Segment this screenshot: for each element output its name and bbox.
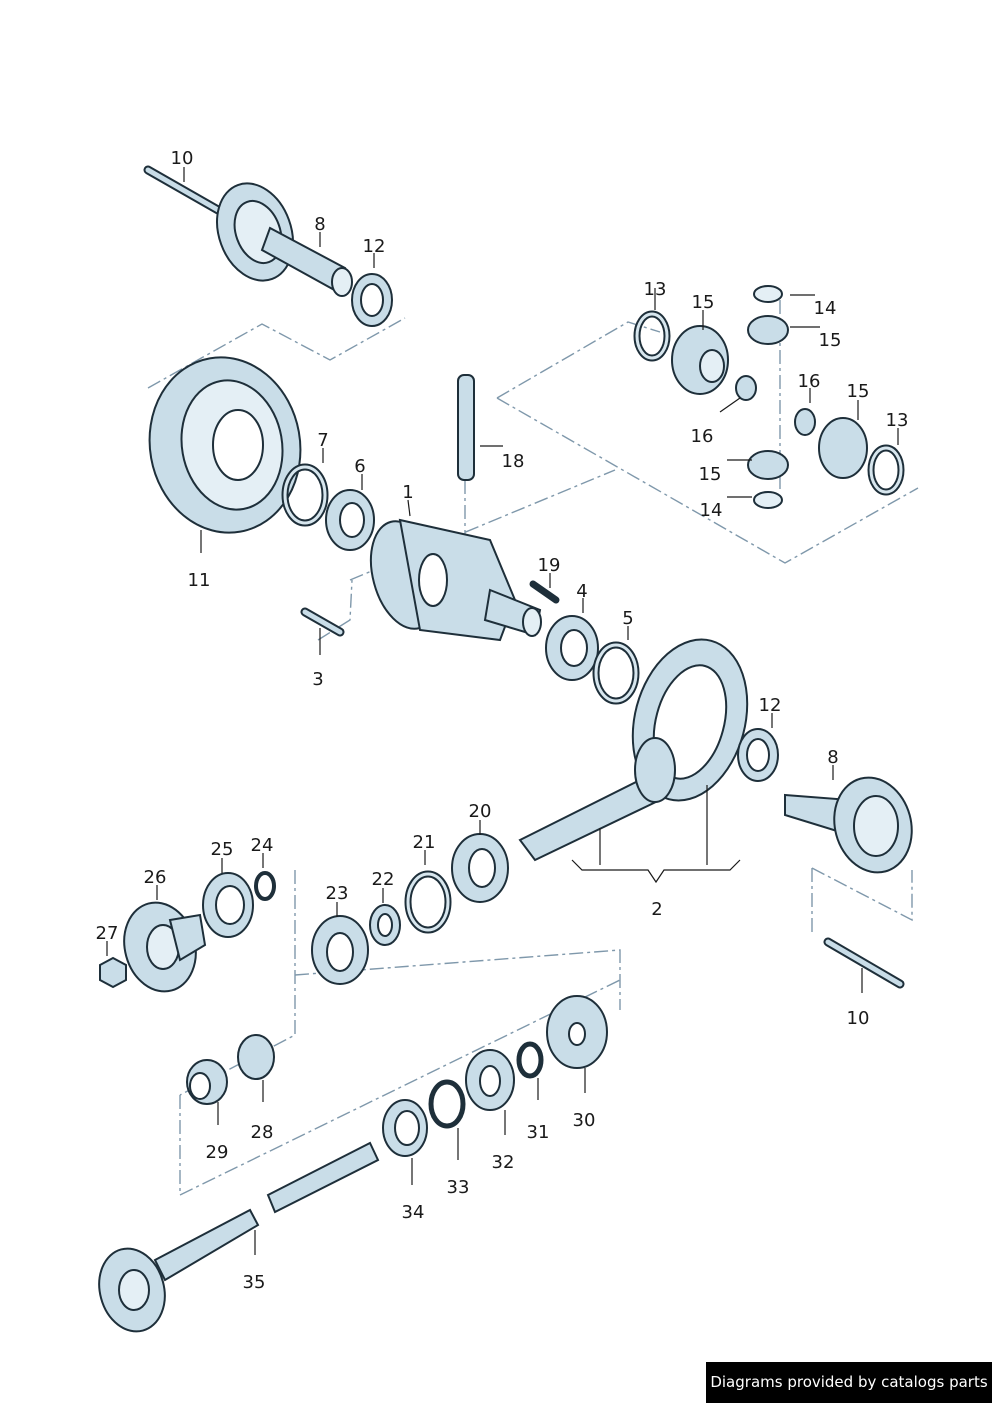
ring-31 — [516, 1041, 544, 1079]
nut-27 — [99, 956, 127, 989]
callout-5: 5 — [622, 608, 633, 629]
callout-8-top: 8 — [314, 214, 325, 235]
differential-housing — [369, 518, 542, 642]
callout-6: 6 — [354, 456, 365, 477]
spacer-22 — [369, 904, 401, 946]
housing-cover — [148, 356, 302, 534]
ring-7-inner — [283, 465, 327, 525]
ring-21-inner — [406, 872, 450, 932]
callout-23: 23 — [326, 883, 349, 904]
bearing-23 — [311, 915, 369, 985]
callout-34: 34 — [402, 1202, 425, 1223]
callout-15-d: 15 — [699, 464, 722, 485]
callout-13-top: 13 — [644, 279, 667, 300]
callout-15-c: 15 — [847, 381, 870, 402]
callout-15-a: 15 — [692, 292, 715, 313]
callout-7: 7 — [317, 430, 328, 451]
callout-10-right: 10 — [847, 1008, 870, 1029]
sleeve-29 — [186, 1059, 228, 1105]
callout-14-bottom: 14 — [700, 500, 723, 521]
cross-pin — [457, 374, 475, 481]
bolt-right — [823, 937, 905, 989]
seal-34 — [382, 1099, 428, 1157]
callout-19: 19 — [538, 555, 561, 576]
callout-3: 3 — [312, 669, 323, 690]
callout-29: 29 — [206, 1142, 229, 1163]
bearing-6 — [325, 489, 375, 551]
leader-lines — [106, 167, 899, 1255]
callout-16-b: 16 — [691, 426, 714, 447]
flange-26 — [123, 901, 207, 993]
callout-15-b: 15 — [819, 330, 842, 351]
callout-30: 30 — [573, 1110, 596, 1131]
bearing-4 — [545, 615, 599, 681]
callout-2: 2 — [651, 899, 662, 920]
differential-gears — [633, 285, 905, 509]
lock-pin — [529, 580, 560, 604]
seal-25 — [202, 872, 254, 938]
seal-right — [737, 728, 779, 782]
ring-5-inner — [594, 643, 638, 703]
disc-30 — [546, 995, 608, 1069]
callouts: 10 8 12 13 15 14 15 16 15 16 13 18 7 6 1… — [96, 148, 909, 1293]
ring-24 — [254, 871, 276, 901]
callout-12-top: 12 — [363, 236, 386, 257]
callout-10-top: 10 — [171, 148, 194, 169]
callout-32: 32 — [492, 1152, 515, 1173]
callout-13-right: 13 — [886, 410, 909, 431]
callout-14-top: 14 — [814, 298, 837, 319]
bolt-top — [143, 165, 223, 215]
callout-24: 24 — [251, 835, 274, 856]
callout-11: 11 — [188, 570, 211, 591]
bolt-3 — [300, 607, 345, 637]
callout-12-right: 12 — [759, 695, 782, 716]
callout-22: 22 — [372, 869, 395, 890]
callout-35: 35 — [243, 1272, 266, 1293]
callout-4: 4 — [576, 581, 587, 602]
callout-1: 1 — [402, 482, 413, 503]
callout-27: 27 — [96, 923, 119, 944]
callout-16-a: 16 — [798, 371, 821, 392]
circlip-33 — [428, 1079, 466, 1129]
bearing-32 — [465, 1049, 515, 1111]
callout-25: 25 — [211, 839, 234, 860]
callout-21: 21 — [413, 832, 436, 853]
callout-18: 18 — [502, 451, 525, 472]
bearing-20 — [451, 833, 509, 903]
gear-28 — [237, 1034, 275, 1080]
flange-shaft-top — [216, 182, 353, 297]
callout-31: 31 — [527, 1122, 550, 1143]
callout-33: 33 — [447, 1177, 470, 1198]
callout-8-right: 8 — [827, 747, 838, 768]
flange-shaft-right — [784, 776, 913, 874]
axle-shaft — [98, 1141, 380, 1333]
credit-banner: Diagrams provided by catalogs parts — [706, 1362, 992, 1403]
callout-28: 28 — [251, 1122, 274, 1143]
callout-20: 20 — [469, 801, 492, 822]
ring-gear-pinion — [518, 638, 749, 862]
callout-26: 26 — [144, 867, 167, 888]
seal-top — [351, 273, 393, 327]
